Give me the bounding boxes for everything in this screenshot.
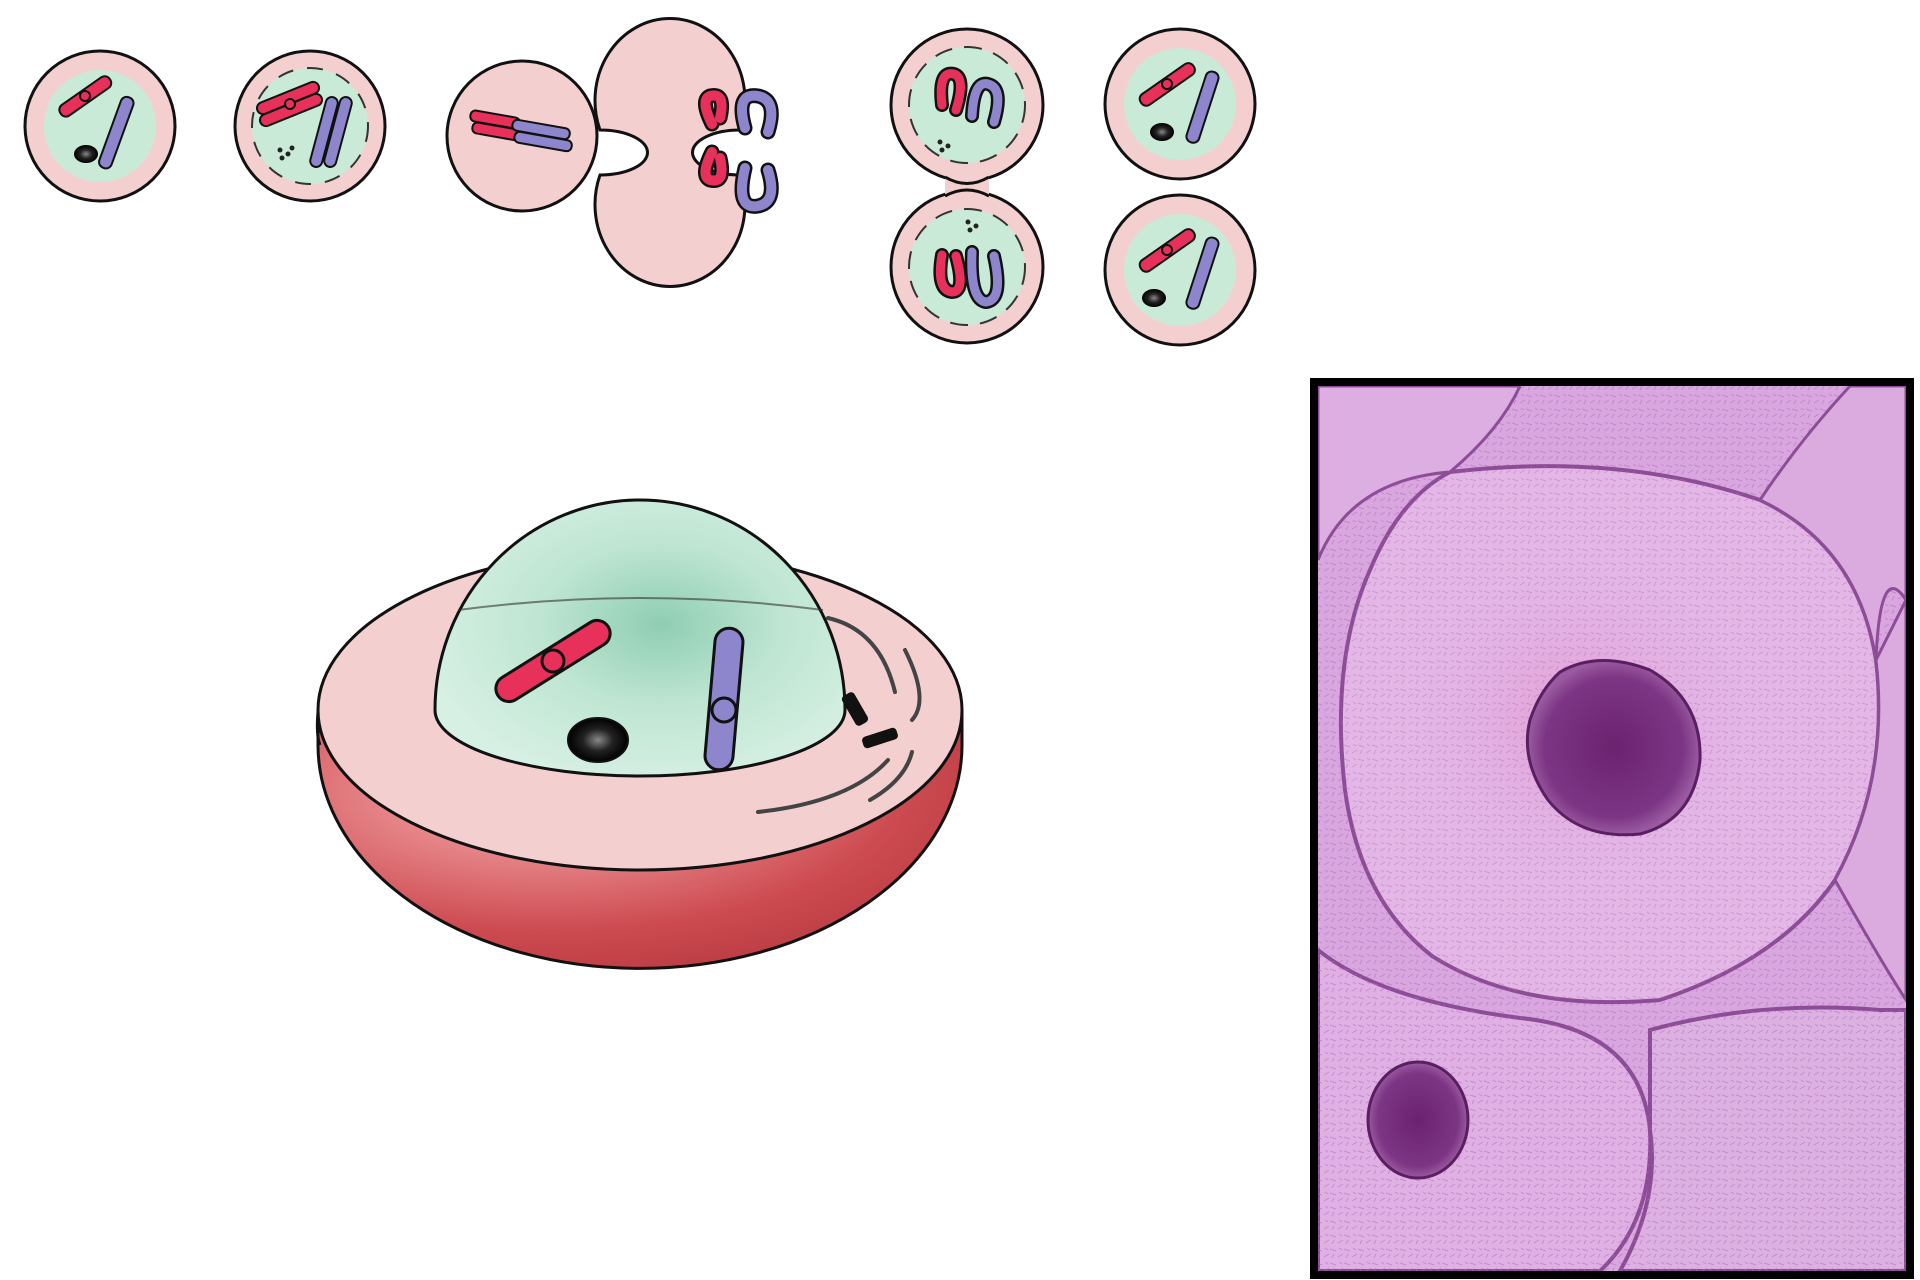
micrograph-nucleus-small (1366, 1060, 1470, 1180)
chromosome-red (255, 80, 324, 128)
nucleolus (567, 717, 629, 763)
chromosome-blue (511, 118, 573, 153)
daughter-cell-top (1103, 27, 1257, 181)
centrioles (277, 145, 295, 161)
spindle-fibers (756, 616, 922, 814)
micrograph-panel (1310, 378, 1914, 1279)
centriole-pair (841, 692, 898, 749)
chromosome-red (469, 109, 523, 142)
chromosome-red (58, 75, 113, 118)
centrioles (937, 139, 979, 233)
stage-anaphase (593, 17, 779, 288)
chromosome-red (933, 66, 968, 300)
chromosome-blue (734, 88, 779, 214)
chromosome-red (494, 618, 612, 704)
daughter-cell-bottom (1103, 193, 1257, 347)
stage-interphase (23, 49, 177, 203)
chromosome-blue (98, 95, 135, 170)
chromosome-red (698, 88, 730, 188)
nucleolus (1150, 123, 1174, 141)
chromosome-blue (703, 626, 745, 772)
chromosome-blue (309, 96, 353, 168)
nucleus-dome (433, 498, 847, 778)
chromosome-blue (964, 76, 1005, 310)
stage-prophase (233, 49, 387, 203)
cutaway-cell-3d (315, 498, 964, 970)
nucleolus (74, 145, 98, 163)
micrograph-nucleus-large (1525, 659, 1702, 837)
stage-telophase (889, 27, 1045, 345)
nucleolus (1142, 289, 1166, 307)
stage-metaphase (445, 59, 599, 213)
stage-daughter-cells (1103, 27, 1257, 347)
